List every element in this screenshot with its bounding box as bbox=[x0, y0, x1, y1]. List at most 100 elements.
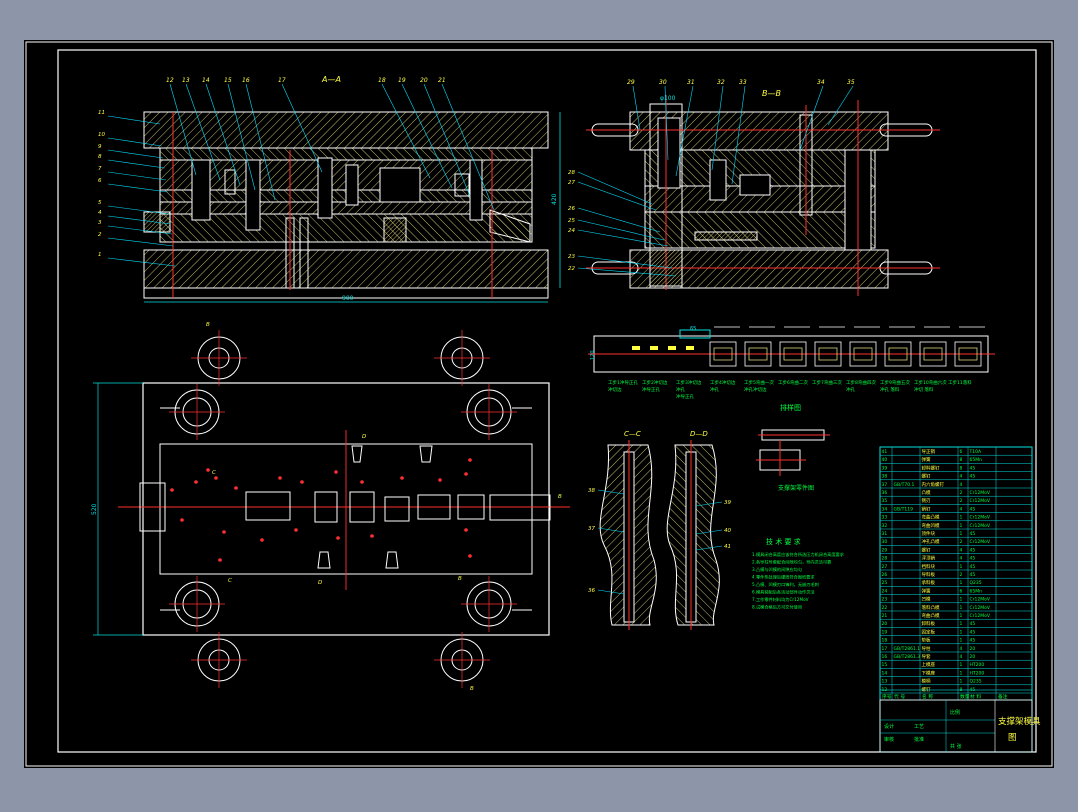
bom-cell: 螺钉 bbox=[922, 686, 931, 693]
part-drawing-title: 支撑架零件图 bbox=[778, 484, 814, 492]
bom-cell: GB/T119 bbox=[894, 506, 914, 512]
callout-leader bbox=[577, 229, 669, 247]
bom-cell: 4 bbox=[960, 556, 963, 562]
screw-hole bbox=[222, 530, 226, 534]
callout-leader bbox=[107, 159, 165, 169]
bom-cell: 32 bbox=[882, 523, 888, 529]
tech-requirement-line: 1.模具闭合高度应该符合所选压力机闭合高度要求 bbox=[752, 551, 845, 558]
callout-number: 38 bbox=[588, 488, 595, 494]
strip-pitch-dim: 65 bbox=[690, 326, 696, 332]
balloon-leader bbox=[245, 83, 276, 201]
bom-cell: 4 bbox=[960, 482, 963, 488]
balloon-number: 12 bbox=[166, 77, 174, 84]
bom-cell: 顶件块 bbox=[922, 530, 936, 537]
screw-hole bbox=[206, 468, 210, 472]
screw-hole bbox=[464, 472, 468, 476]
bom-cell: Cr12MoV bbox=[970, 605, 991, 611]
bom-cell: 模柄 bbox=[922, 678, 931, 685]
sheet-border-inner bbox=[57, 49, 1037, 753]
screw-hole bbox=[170, 488, 174, 492]
bom-cell: HT200 bbox=[970, 670, 985, 676]
bom-cell: 14 bbox=[882, 670, 888, 676]
callout-number: 4 bbox=[98, 210, 102, 216]
strip-station-blank bbox=[748, 347, 768, 361]
balloon-leader bbox=[711, 85, 724, 171]
bom-cell: 1 bbox=[960, 531, 963, 537]
bom-cell: 23 bbox=[882, 597, 888, 603]
callout-number: 3 bbox=[98, 220, 102, 226]
bom-cell: 弯曲凸模 bbox=[922, 514, 940, 521]
bom-cell: 凹模 bbox=[922, 596, 931, 603]
front-width-dim: 900 bbox=[342, 295, 354, 302]
bom-cell: 25 bbox=[882, 580, 888, 586]
strip-note-line: 工步6弯曲二次 bbox=[778, 379, 808, 386]
front-height-dim: 420 bbox=[551, 193, 558, 205]
strip-station-blank bbox=[958, 347, 978, 361]
bom-cell: 45 bbox=[970, 556, 976, 562]
bom-cell: 45 bbox=[970, 506, 976, 512]
strip-note-line: 冲切 落料 bbox=[914, 386, 934, 393]
screw-hole bbox=[336, 536, 340, 540]
bom-cell: 45 bbox=[970, 629, 976, 635]
callout-leader bbox=[107, 257, 176, 267]
bom-cell: 1 bbox=[960, 580, 963, 586]
balloon-number: 13 bbox=[182, 77, 190, 84]
strip-note-line: 工步5弯曲一次 bbox=[744, 379, 774, 386]
callout-leader bbox=[107, 149, 164, 159]
bom-cell: 4 bbox=[960, 547, 963, 553]
bom-cell: 1 bbox=[960, 670, 963, 676]
bom-cell: 20 bbox=[970, 654, 976, 660]
bom-cell: 挡料块 bbox=[922, 563, 936, 570]
balloon-number: 33 bbox=[739, 79, 747, 86]
bom-cell: 卸料板 bbox=[922, 620, 936, 627]
screw-hole bbox=[468, 554, 472, 558]
balloon-number: 35 bbox=[847, 79, 855, 86]
balloon-leader bbox=[401, 83, 453, 189]
bom-cell: 29 bbox=[882, 547, 888, 553]
bom-cell: 导套 bbox=[922, 653, 931, 660]
strip-note-line: 工步3冲切边 bbox=[676, 379, 702, 386]
strip-station-blank bbox=[783, 347, 803, 361]
screw-hole bbox=[400, 476, 404, 480]
strip-note-line: 冲孔冲切边 bbox=[744, 386, 767, 393]
strip-note-line: 工步8弯曲四次 bbox=[846, 379, 876, 386]
strip-station-blank bbox=[713, 347, 733, 361]
callout-number: 6 bbox=[98, 178, 102, 184]
screw-hole bbox=[464, 528, 468, 532]
tech-requirement-line: 8.试模合格后方可交付使用 bbox=[752, 604, 802, 611]
bom-cell: 内六角螺钉 bbox=[922, 481, 945, 488]
screw-hole bbox=[278, 476, 282, 480]
section-marker: D bbox=[318, 580, 322, 586]
balloon-number: 20 bbox=[420, 77, 428, 84]
bom-cell: 弹簧 bbox=[922, 456, 931, 463]
strip-stations bbox=[632, 326, 985, 367]
section-dd bbox=[666, 440, 720, 630]
strip-station-blank bbox=[853, 347, 873, 361]
callout-leader bbox=[107, 183, 168, 193]
callout-leader bbox=[597, 527, 625, 533]
pilot-hole bbox=[686, 346, 694, 350]
bom-cell: 弯曲凸模 bbox=[922, 612, 940, 619]
callout-leader bbox=[577, 267, 677, 277]
screw-hole bbox=[468, 458, 472, 462]
bom-cell: Q235 bbox=[970, 580, 982, 586]
balloon-number: 32 bbox=[717, 79, 725, 86]
bom-cell: 38 bbox=[882, 474, 888, 480]
callout-leader bbox=[107, 115, 161, 125]
bom-cell: Q235 bbox=[970, 679, 982, 685]
plan-screw-holes bbox=[170, 458, 472, 562]
tech-requirement-line: 5.凸模、凹模刃口锋利，无崩刃毛刺 bbox=[752, 581, 819, 588]
bom-cell: 26 bbox=[882, 572, 888, 578]
callout-leader bbox=[577, 255, 673, 269]
balloon-leader bbox=[675, 85, 694, 177]
bom-cell: 37 bbox=[882, 482, 888, 488]
strip-note-line: 工步9弯曲五次 bbox=[880, 379, 910, 386]
balloon-number: 21 bbox=[438, 77, 446, 84]
strip-station bbox=[849, 341, 877, 367]
tech-requirement-line: 4.零件热处理后硬度符合图纸要求 bbox=[752, 574, 815, 581]
pilot-hole bbox=[668, 346, 676, 350]
bom-cell: 垫板 bbox=[922, 637, 931, 644]
